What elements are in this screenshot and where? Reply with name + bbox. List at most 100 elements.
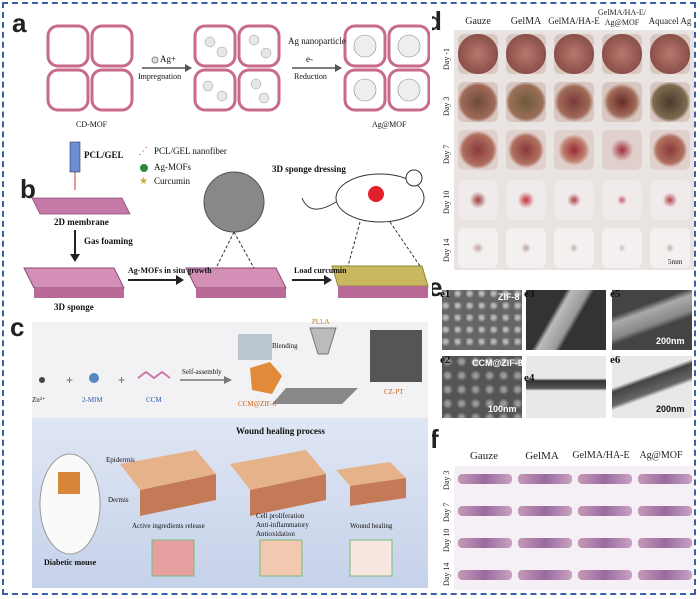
czpt-label: CZ-PT: [384, 388, 404, 396]
dressing-label: 3D sponge dressing: [272, 164, 346, 174]
e1-text: ZIF-8: [498, 292, 520, 302]
panel-d: d Gauze GelMA GelMA/HA-E GelMA/HA-E/ Ag@…: [432, 8, 694, 270]
impregnated-lattice: [193, 24, 281, 112]
panel-c-label: c: [10, 314, 25, 342]
col-agmof: GelMA/HA-E/ Ag@MOF: [598, 8, 646, 27]
histology-section: [638, 506, 692, 516]
f-col-gelma-hae: GelMA/HA-E: [572, 450, 630, 461]
histology-section: [458, 474, 512, 484]
step2b-label: Anti-inflammatory: [256, 521, 309, 529]
legend-fiber: PCL/GEL nanofiber: [154, 146, 227, 156]
wound-photo: [650, 228, 690, 268]
wound-photo: [602, 82, 642, 122]
scale-5mm: 5mm: [668, 258, 683, 266]
wound-photo: [554, 34, 594, 74]
wound-photo: [506, 228, 546, 268]
wound-photo: [554, 82, 594, 122]
row-day14: Day 14: [442, 238, 451, 262]
step2-top: e-: [306, 54, 313, 64]
e3-label: e3: [524, 288, 535, 300]
panel-d-label: d: [432, 8, 442, 36]
e5-label: e5: [610, 288, 621, 300]
diabetic-mouse-label: Diabetic mouse: [44, 558, 97, 567]
e2-label: e2: [440, 354, 451, 366]
cd-mof-caption: CD-MOF: [76, 120, 108, 129]
mim-label: 2-MIM: [82, 396, 103, 404]
e2-scale: 100nm: [488, 404, 517, 414]
panel-f-label: f: [432, 426, 439, 454]
membrane-label: 2D membrane: [54, 217, 109, 227]
row-day7: Day 7: [442, 144, 451, 164]
wound-photo: [554, 180, 594, 220]
col-aquacel: Aquacel Ag: [648, 16, 692, 26]
wound-photo: [602, 130, 642, 170]
ag-mof-lattice: [343, 24, 430, 112]
wound-photo: [506, 130, 546, 170]
f-col-gauze: Gauze: [469, 450, 499, 462]
histology-section: [578, 538, 632, 548]
histology-section: [638, 538, 692, 548]
svg-text:★: ★: [139, 176, 148, 187]
panel-b-label: b: [20, 174, 36, 204]
sem-e1: [442, 290, 522, 350]
cd-mof-lattice: [46, 24, 134, 112]
load-curcumin: Load curcumin: [294, 266, 347, 275]
wound-photo: [458, 130, 498, 170]
svg-text:⋰: ⋰: [138, 146, 148, 157]
histology-section: [578, 506, 632, 516]
histology-section: [638, 570, 692, 580]
epidermis-label: Epidermis: [106, 456, 135, 464]
histology-section: [518, 506, 572, 516]
row-day-minus1: Day -1: [442, 48, 451, 70]
dermis-label: Dermis: [108, 496, 129, 504]
panel-b: b ⋰ ★ PCL/GEL PCL: [10, 138, 430, 314]
f-col-gelma: GelMA: [525, 450, 559, 462]
histology-section: [578, 570, 632, 580]
agmof-growth: Ag-MOFs in situ growth: [128, 266, 212, 275]
histology-section: [638, 474, 692, 484]
mof-diagram: [46, 24, 430, 112]
wound-photo: [458, 228, 498, 268]
e4-label: e4: [524, 372, 535, 384]
col-gelma: GelMA: [510, 16, 542, 27]
histology-section: [578, 474, 632, 484]
e1-label: e1: [440, 288, 451, 300]
wound-photo: [458, 180, 498, 220]
wound-photo: [458, 82, 498, 122]
wound-photo: [602, 228, 642, 268]
e5-scale: 200nm: [656, 336, 685, 346]
histology-section: [518, 474, 572, 484]
wound-photo: [650, 82, 690, 122]
step1-label: Active ingredients release: [132, 522, 205, 530]
wound-photo: [506, 180, 546, 220]
panel-c-top-bg: [32, 322, 428, 418]
wound-photo: [650, 34, 690, 74]
step2-bottom: Reduction: [294, 72, 327, 81]
ag-mof-caption: Ag@MOF: [372, 120, 407, 129]
sem-e6: [612, 356, 692, 418]
row-day10: Day 10: [442, 190, 451, 214]
svg-text:+: +: [66, 373, 73, 387]
panel-e-label: e: [432, 274, 443, 302]
wound-photo: [650, 130, 690, 170]
step2c-label: Antioxidation: [256, 530, 295, 538]
wound-photo: [506, 34, 546, 74]
self-assembly-label: Self-assembly: [182, 368, 222, 376]
step1-top: Ag+: [160, 54, 177, 64]
col-gelma-hae: GelMA/HA-E: [548, 16, 600, 26]
process-title: Wound healing process: [236, 426, 325, 436]
panel-a: a Ag+ Impregnation Ag nanopart: [10, 8, 430, 138]
panel-e: e e1 e3 e5 e2 e4 e6 ZIF-8 CCM@ZIF-8 100n…: [432, 274, 694, 422]
histology-section: [518, 570, 572, 580]
f-row-day10: Day 10: [442, 528, 451, 552]
sem-e5: [612, 290, 692, 350]
step2a-label: Cell proliferation: [256, 512, 305, 520]
f-col-agmof: Ag@MOF: [639, 450, 683, 461]
histology-grid: [454, 466, 694, 590]
panel-c: c + + Zn²⁺ 2-MIM CCM Self-assembly Blend…: [10, 314, 430, 590]
sponge-diagram: ⋰ ★: [23, 141, 429, 298]
f-row-day3: Day 3: [442, 470, 451, 490]
wound-photo: [458, 34, 498, 74]
wound-photo: [554, 228, 594, 268]
